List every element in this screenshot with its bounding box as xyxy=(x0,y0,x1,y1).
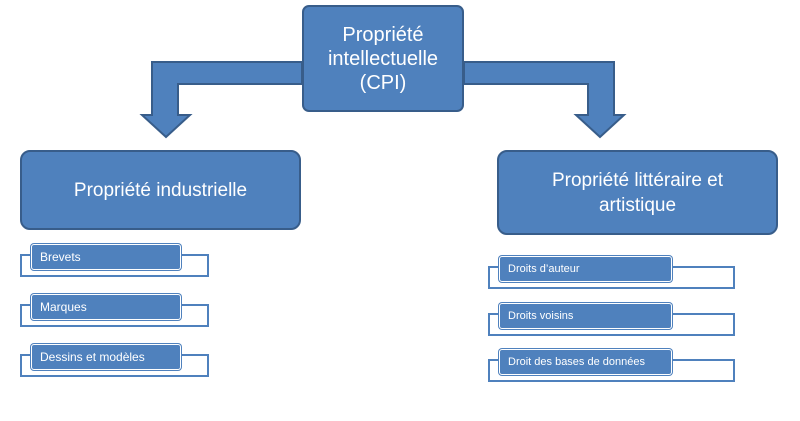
literary-artistic-property-label: Propriété littéraire et artistique xyxy=(552,168,723,218)
root-label-line-2: intellectuelle xyxy=(327,47,439,70)
literary-artistic-label-line-2: artistique xyxy=(598,194,677,216)
root-node: Propriété intellectuelle (CPI) xyxy=(302,5,464,112)
list-item-dessins-modeles: Dessins et modèles xyxy=(20,344,209,377)
left-arrow xyxy=(139,61,303,139)
right-arrow xyxy=(463,61,627,139)
item-label: Dessins et modèles xyxy=(31,344,181,370)
literary-artistic-label-line-1: Propriété littéraire et xyxy=(551,169,724,191)
root-label-line-3: (CPI) xyxy=(359,71,407,94)
industrial-property-label: Propriété industrielle xyxy=(73,179,248,201)
list-item-droits-auteur: Droits d’auteur xyxy=(488,256,735,289)
list-item-marques: Marques xyxy=(20,294,209,327)
item-label: Droits voisins xyxy=(499,303,672,329)
industrial-property-node: Propriété industrielle xyxy=(20,150,301,230)
list-item-droits-voisins: Droits voisins xyxy=(488,303,735,336)
item-label: Marques xyxy=(31,294,181,320)
item-label: Brevets xyxy=(31,244,181,270)
list-item-bases-de-donnees: Droit des bases de données xyxy=(488,349,735,382)
item-label: Droit des bases de données xyxy=(499,349,672,375)
literary-artistic-property-node: Propriété littéraire et artistique xyxy=(497,150,778,235)
root-label: Propriété intellectuelle (CPI) xyxy=(328,23,438,95)
item-label: Droits d’auteur xyxy=(499,256,672,282)
root-label-line-1: Propriété xyxy=(342,23,424,46)
list-item-brevets: Brevets xyxy=(20,244,209,277)
